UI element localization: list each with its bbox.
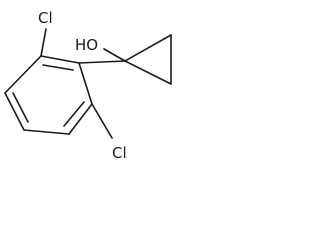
- ring-double-bond: [42, 64, 74, 71]
- ring-bond: [4, 55, 42, 94]
- molecule-structure: Cl HO Cl: [4, 9, 172, 162]
- benzene-ring: [4, 55, 93, 135]
- hydroxyl-label: HO: [75, 36, 98, 54]
- bond-to-chlorine-bottom: [91, 103, 113, 139]
- ring-double-bond: [12, 92, 29, 123]
- ring-bond: [40, 55, 80, 64]
- bond-to-cyclopropyl: [78, 60, 126, 64]
- chlorine-bottom-label: Cl: [112, 144, 127, 162]
- chlorine-top-label: Cl: [38, 9, 53, 27]
- ring-bond: [78, 62, 93, 105]
- ring-double-bond: [63, 101, 85, 127]
- bond-to-hydroxyl: [103, 48, 126, 62]
- cyclopropane-bond: [124, 60, 172, 85]
- ring-bond: [23, 129, 70, 135]
- cyclopropane-ring: [124, 34, 172, 85]
- ring-bond: [4, 92, 25, 131]
- cyclopropane-bond: [124, 34, 172, 62]
- bond-to-chlorine-top: [40, 28, 47, 57]
- ring-bond: [68, 103, 93, 135]
